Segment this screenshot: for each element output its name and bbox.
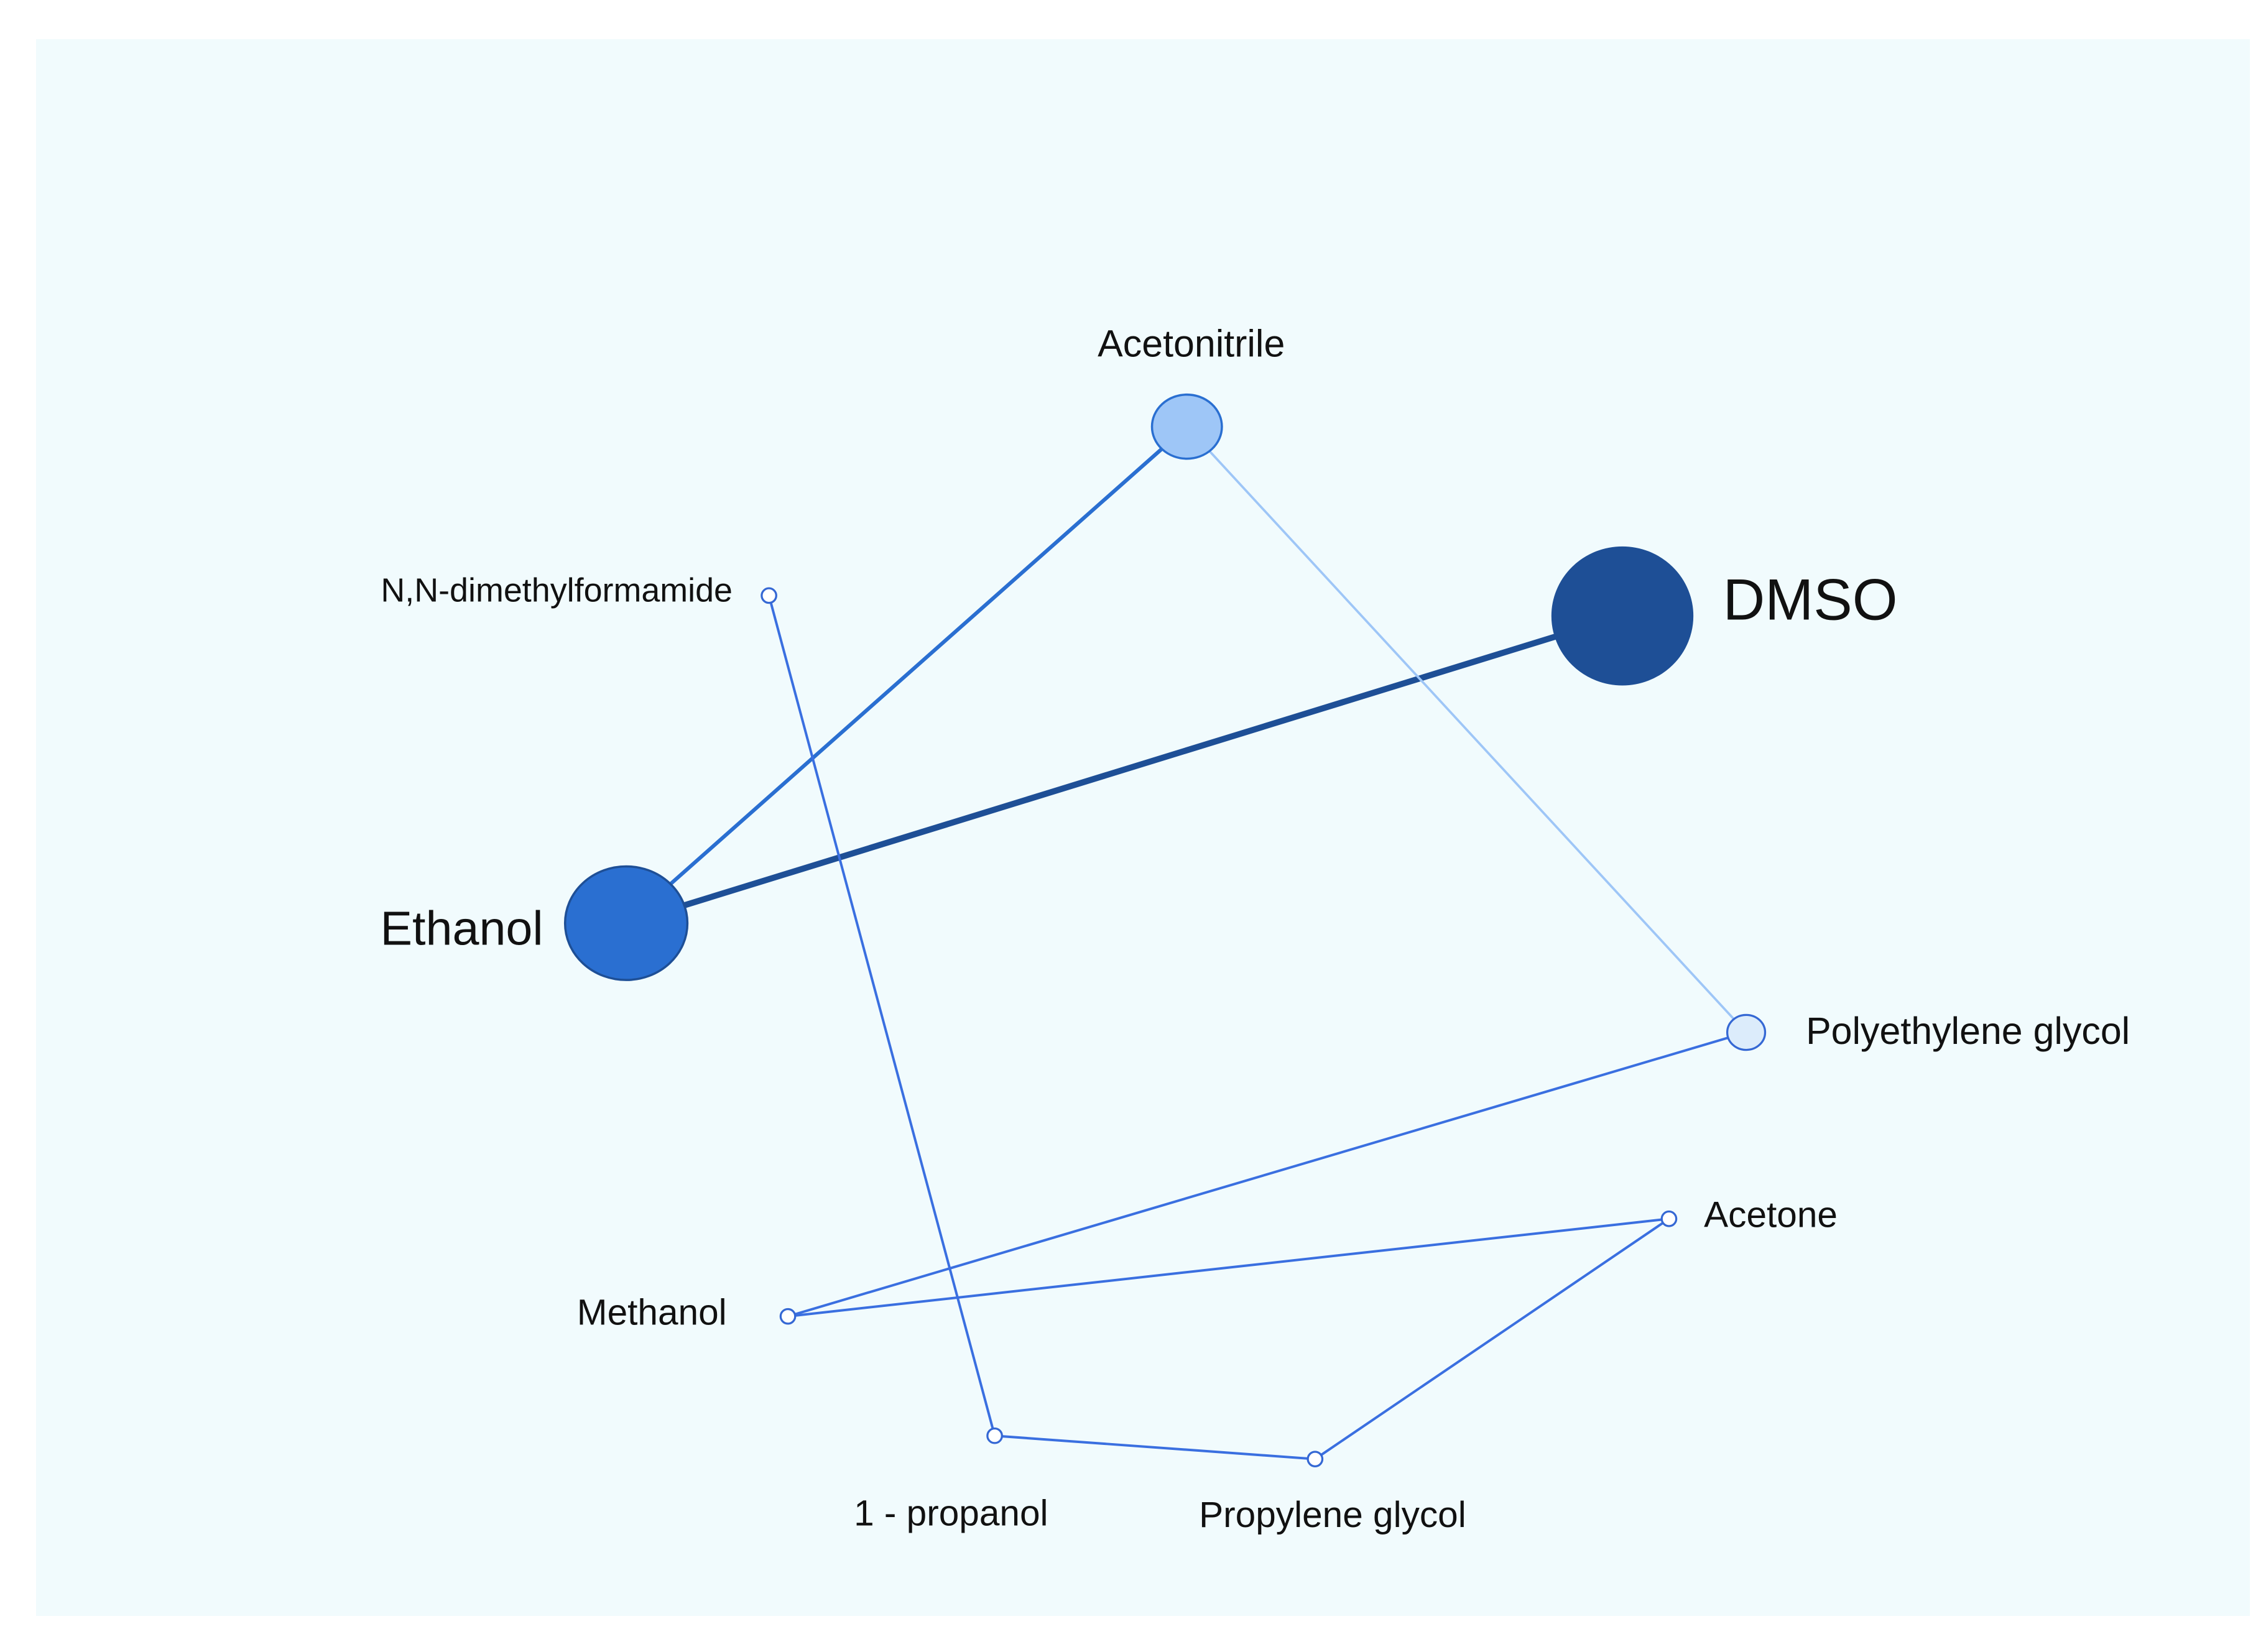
node-propylene_glycol — [1306, 1451, 1324, 1468]
label-propylene_glycol: Propylene glycol — [1199, 1495, 1466, 1535]
edge-acetone-methanol — [787, 1217, 1670, 1318]
label-acetonitrile: Acetonitrile — [1098, 322, 1285, 364]
edge-acetonitrile-peg — [1185, 425, 1747, 1034]
label-methanol: Methanol — [577, 1292, 727, 1332]
edge-dmf-propanol — [767, 594, 996, 1437]
node-dmso — [1551, 546, 1694, 686]
label-ethanol: Ethanol — [381, 902, 543, 955]
node-propanol — [986, 1427, 1003, 1444]
node-acetonitrile — [1150, 393, 1223, 460]
label-dmso: DMSO — [1723, 567, 1898, 632]
label-propanol: 1 - propanol — [854, 1493, 1048, 1533]
edges-layer — [623, 425, 1748, 1460]
edge-ethanol-acetonitrile — [624, 425, 1189, 925]
node-ethanol — [563, 865, 689, 981]
edge-propylene_glycol-acetone — [1313, 1217, 1670, 1460]
node-dmf — [761, 587, 777, 604]
node-peg — [1726, 1013, 1767, 1051]
node-acetone — [1660, 1210, 1678, 1227]
node-methanol — [779, 1308, 797, 1325]
edge-propanol-propylene_glycol — [993, 1434, 1316, 1460]
label-peg: Polyethylene glycol — [1806, 1010, 2130, 1052]
diagram-background — [36, 39, 2250, 1616]
label-acetone: Acetone — [1704, 1194, 1838, 1235]
nodes-layer — [563, 393, 1767, 1468]
label-dmf: N,N-dimethylformamide — [381, 571, 733, 609]
edge-ethanol-dmso — [623, 612, 1626, 926]
edge-methanol-peg — [787, 1031, 1748, 1318]
